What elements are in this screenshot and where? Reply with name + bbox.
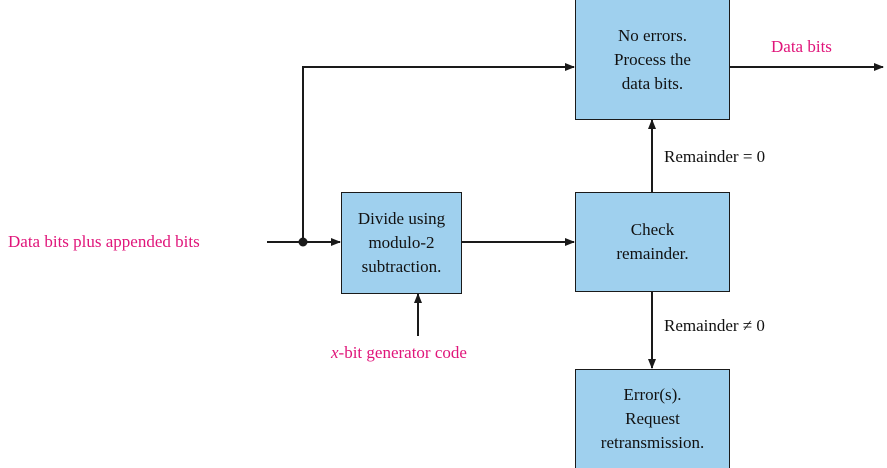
- generator-variable: x: [331, 343, 339, 362]
- generator-rest: -bit generator code: [338, 343, 467, 362]
- check-remainder-text: Check remainder.: [616, 220, 689, 263]
- divide-text: Divide using modulo-2 subtraction.: [357, 209, 446, 276]
- no-errors-text: No errors. Process the data bits.: [614, 25, 691, 93]
- bypass-arrow: [302, 63, 575, 242]
- errors-box: Error(s). Request retransmission.: [575, 369, 730, 468]
- divide-box: Divide using modulo-2 subtraction.: [341, 192, 462, 294]
- generator-label: x-bit generator code: [331, 343, 467, 363]
- no-errors-box: No errors. Process the data bits.: [575, 0, 730, 120]
- check-remainder-box: Check remainder.: [575, 192, 730, 292]
- remainder-zero-label: Remainder = 0: [664, 147, 766, 166]
- errors-text: Error(s). Request retransmission.: [600, 385, 705, 452]
- output-label: Data bits: [771, 37, 832, 56]
- input-label: Data bits plus appended bits: [8, 232, 200, 251]
- junction-dot: [298, 237, 308, 247]
- remainder-nonzero-label: Remainder ≠ 0: [664, 316, 765, 335]
